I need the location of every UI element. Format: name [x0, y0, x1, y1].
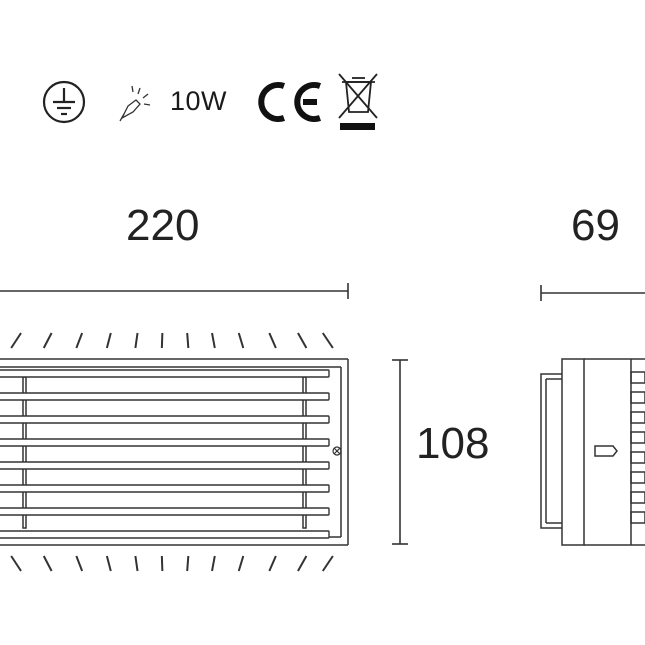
- light-ray: [10, 332, 22, 349]
- width-dimension-label: 220: [126, 201, 200, 250]
- earth-ground-icon: [42, 80, 86, 124]
- light-ray: [297, 555, 308, 572]
- light-ray: [211, 332, 216, 349]
- front-view: [0, 332, 349, 572]
- depth-dimension-label: 69: [571, 201, 620, 250]
- light-ray: [75, 555, 84, 572]
- light-ray: [268, 555, 277, 572]
- light-ray: [10, 555, 22, 572]
- grille-slats: [0, 369, 330, 539]
- height-dimension-label: 108: [416, 419, 490, 468]
- light-ray: [42, 555, 53, 572]
- light-rays-top: [10, 332, 334, 349]
- fixing-screw: [332, 446, 342, 456]
- light-ray: [134, 332, 139, 349]
- grille-slat: [0, 484, 330, 493]
- fixture-body: [0, 358, 349, 546]
- grille-slat: [0, 507, 330, 516]
- side-fin: [630, 431, 645, 444]
- light-ray: [297, 332, 308, 349]
- side-fin: [630, 491, 645, 504]
- light-ray: [211, 555, 216, 572]
- light-ray: [105, 555, 112, 572]
- ce-mark-icon: [258, 82, 322, 122]
- side-fin: [630, 391, 645, 404]
- light-ray: [160, 555, 164, 572]
- grille-slat: [0, 461, 330, 470]
- light-ray: [75, 332, 84, 349]
- side-fin: [630, 411, 645, 424]
- side-fin: [630, 371, 645, 384]
- height-dimension-line: [392, 359, 408, 545]
- power-rating-label: 10W: [170, 86, 228, 116]
- light-ray: [186, 555, 190, 572]
- light-ray: [42, 332, 53, 349]
- light-ray: [237, 555, 245, 572]
- light-ray: [268, 332, 277, 349]
- light-ray: [134, 555, 139, 572]
- light-ray: [160, 332, 164, 349]
- depth-dimension-line: [540, 285, 645, 301]
- weee-bin-icon: [338, 73, 378, 130]
- side-fin: [630, 451, 645, 464]
- light-ray: [105, 332, 112, 349]
- grille-slat: [0, 369, 330, 378]
- light-rays-bottom: [10, 555, 334, 572]
- grille-slat: [0, 438, 330, 447]
- light-ray: [237, 332, 245, 349]
- side-view: [540, 358, 645, 546]
- light-ray: [186, 332, 190, 349]
- side-fin: [630, 511, 645, 524]
- grille-slat: [0, 530, 330, 539]
- light-ray: [321, 332, 334, 349]
- lamp-bulb-icon: [119, 85, 151, 122]
- side-fin: [630, 471, 645, 484]
- grille-slat: [0, 392, 330, 401]
- grille-slat: [0, 415, 330, 424]
- width-dimension-line: [0, 283, 349, 299]
- light-ray: [321, 555, 334, 572]
